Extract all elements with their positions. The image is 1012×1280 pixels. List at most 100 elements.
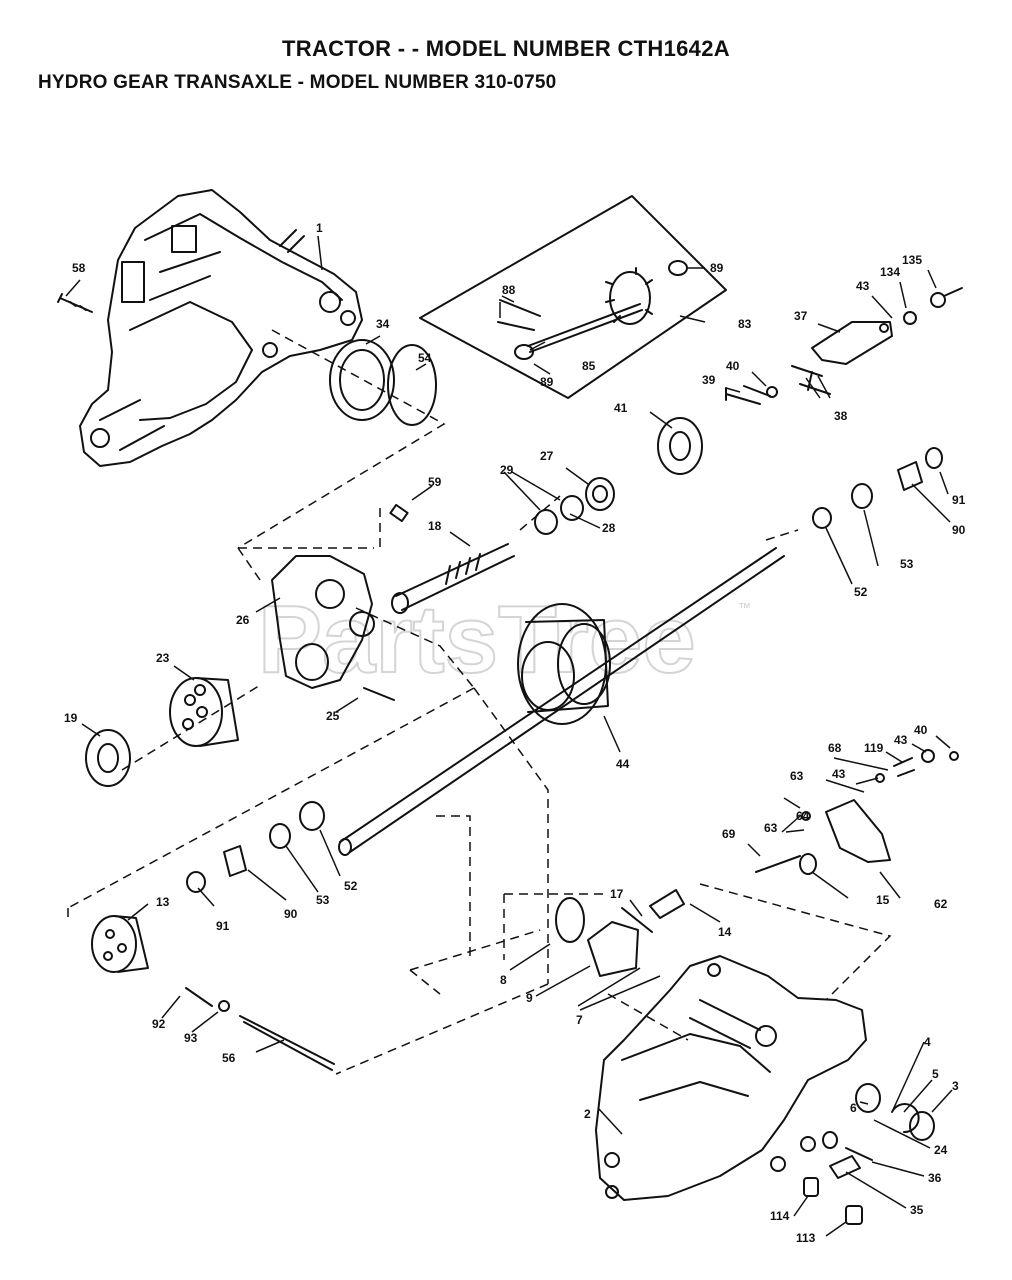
part-label-23: 23 (156, 651, 170, 665)
thrust-washer-part (668, 260, 688, 276)
part-label-41: 41 (614, 401, 628, 415)
fitting-part (845, 1205, 863, 1225)
part-label-38: 38 (834, 409, 848, 423)
part-label-85: 85 (582, 359, 596, 373)
bracket-part (825, 799, 891, 863)
part-label-135: 135 (902, 253, 922, 267)
thrust-bearing-part (851, 483, 873, 509)
part-label-88: 88 (502, 283, 516, 297)
pin-part (497, 299, 541, 331)
part-label-92: 92 (152, 1017, 166, 1031)
part-label-43-mid: 43 (894, 733, 908, 747)
part-label-14: 14 (718, 925, 732, 939)
part-label-69: 69 (722, 827, 736, 841)
pin-part (621, 907, 653, 933)
cap-part (909, 1111, 935, 1141)
upper-housing-part (79, 189, 363, 467)
washer-part (903, 311, 917, 325)
part-label-34: 34 (376, 317, 390, 331)
cylinder-block-part (169, 677, 239, 747)
part-label-44: 44 (616, 757, 630, 771)
part-label-40-mid: 40 (914, 723, 928, 737)
part-label-119: 119 (864, 741, 884, 755)
part-label-54: 54 (418, 351, 432, 365)
spring-part (799, 853, 817, 875)
bushing-part (897, 461, 923, 491)
bolt-part (845, 1147, 873, 1161)
part-label-52-left: 52 (344, 879, 358, 893)
part-label-53-left: 53 (316, 893, 330, 907)
part-label-15: 15 (876, 893, 890, 907)
part-label-43-top: 43 (856, 279, 870, 293)
watermark-text: PartsTree (258, 586, 696, 693)
nut-part (930, 292, 946, 308)
bolt-part (755, 855, 801, 873)
part-label-26: 26 (236, 613, 250, 627)
part-label-5: 5 (932, 1067, 939, 1081)
bolt-part (725, 385, 771, 405)
screw-part (363, 687, 395, 701)
lower-housing-part (595, 955, 867, 1201)
brake-rotor-part (657, 417, 703, 475)
part-label-29: 29 (500, 463, 514, 477)
part-label-83: 83 (738, 317, 752, 331)
thrust-bearing-part (269, 823, 291, 849)
part-label-39: 39 (702, 373, 716, 387)
thrust-bearing-part (85, 729, 131, 787)
stud-part (943, 287, 963, 297)
seal-part (186, 871, 206, 893)
motor-shaft-part (239, 1015, 335, 1071)
part-label-37: 37 (794, 309, 808, 323)
part-label-134: 134 (880, 265, 900, 279)
bolt-part (57, 293, 93, 313)
part-label-7: 7 (576, 1013, 583, 1027)
part-label-89-bottom: 89 (540, 375, 554, 389)
part-label-90-right: 90 (952, 523, 966, 537)
part-label-52-right: 52 (854, 585, 868, 599)
part-label-6: 6 (850, 1101, 857, 1115)
diagram-title: TRACTOR - - MODEL NUMBER CTH1642A (282, 36, 730, 61)
part-label-24: 24 (934, 1143, 948, 1157)
part-label-1: 1 (316, 221, 323, 235)
part-label-28: 28 (602, 521, 616, 535)
part-label-91-right: 91 (952, 493, 966, 507)
part-label-56: 56 (222, 1051, 236, 1065)
part-label-63-upper: 63 (790, 769, 804, 783)
part-label-25: 25 (326, 709, 340, 723)
retaining-ring-part (891, 1103, 920, 1134)
center-section-part (271, 555, 375, 689)
washer-part (812, 507, 832, 529)
part-label-64: 64 (796, 809, 810, 823)
part-label-36: 36 (928, 1171, 942, 1185)
pin-part (389, 503, 409, 523)
axle-gear-part (338, 547, 785, 856)
washer-part (218, 1000, 230, 1012)
seal-part (329, 339, 395, 421)
seal-part (925, 447, 943, 469)
trunnion-bearing-part (555, 897, 585, 943)
part-label-13: 13 (156, 895, 170, 909)
part-label-3: 3 (952, 1079, 959, 1093)
part-label-93: 93 (184, 1031, 198, 1045)
input-shaft-part (391, 543, 515, 614)
part-label-2: 2 (584, 1107, 591, 1121)
bearing-part (855, 1083, 881, 1113)
part-label-9: 9 (526, 991, 533, 1005)
thrust-washer-part (514, 344, 534, 360)
watermark-trademark: ™ (738, 600, 751, 615)
part-label-43-low: 43 (832, 767, 846, 781)
gear-shaft-part (527, 303, 643, 353)
part-label-89-top: 89 (710, 261, 724, 275)
bushing-part (223, 845, 247, 877)
o-ring-part (387, 344, 437, 426)
part-label-8: 8 (500, 973, 507, 987)
part-label-17: 17 (610, 887, 624, 901)
retaining-ring-part (560, 495, 584, 521)
washer-part (299, 801, 325, 831)
part-label-18: 18 (428, 519, 442, 533)
part-label-59: 59 (428, 475, 442, 489)
washer-part (822, 1131, 838, 1149)
part-label-19: 19 (64, 711, 78, 725)
brake-pin-part (791, 365, 831, 395)
